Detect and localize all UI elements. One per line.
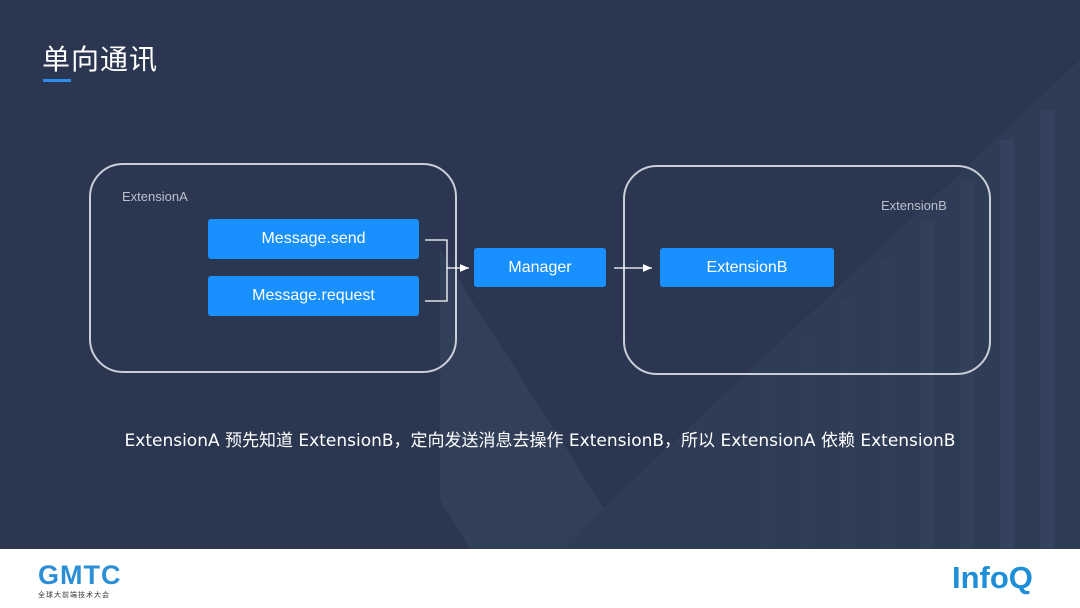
- slide-canvas: 单向通讯 ExtensionA ExtensionB Message.send …: [42, 43, 1054, 549]
- group-label-extension-a: ExtensionA: [122, 189, 188, 204]
- group-label-extension-b: ExtensionB: [881, 198, 947, 213]
- gmtc-logo: GMTC 全球大前端技术大会: [38, 562, 121, 600]
- diagram-connectors: [425, 239, 652, 302]
- footer-bar: [0, 549, 1080, 608]
- infoq-logo: InfoQ: [952, 560, 1033, 595]
- group-extension-b: [623, 165, 991, 375]
- title-underline: [43, 79, 71, 82]
- slide-title: 单向通讯: [42, 43, 159, 76]
- slide-caption: ExtensionA 预先知道 ExtensionB，定向发送消息去操作 Ext…: [124, 431, 956, 451]
- connector-request-to-manager: [425, 268, 448, 302]
- node-manager: Manager: [474, 248, 606, 287]
- node-message-request: Message.request: [208, 276, 419, 316]
- connector-send-to-manager: [425, 239, 448, 268]
- node-message-send: Message.send: [208, 219, 419, 259]
- node-extension-b: ExtensionB: [660, 248, 834, 287]
- background-decoration: [1000, 110, 1054, 549]
- gmtc-logo-text: GMTC: [38, 560, 122, 590]
- gmtc-logo-subtitle: 全球大前端技术大会: [38, 591, 110, 599]
